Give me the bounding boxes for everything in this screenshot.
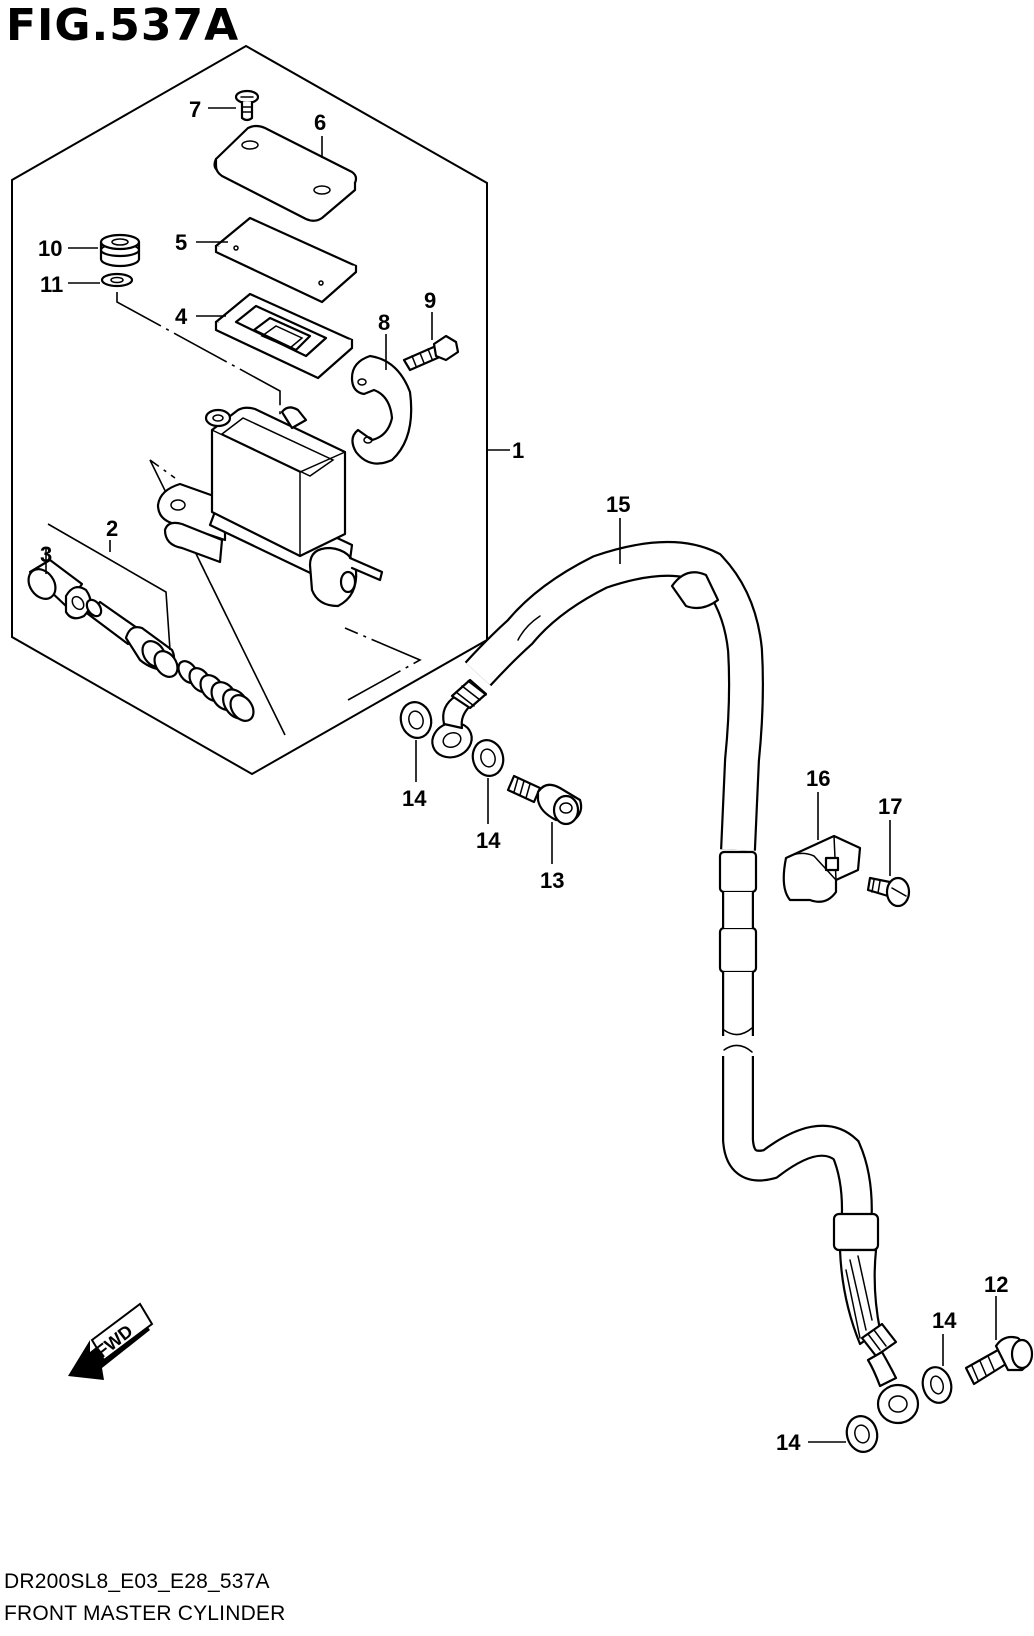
figure-title: FIG.537A [6,0,240,51]
callout-9: 9 [424,288,436,313]
callout-14c: 14 [932,1308,957,1333]
callout-2: 2 [106,516,118,541]
fwd-arrow-icon [68,1302,154,1380]
guide-line [149,459,286,736]
assembly-boundary [11,44,488,776]
callout-11: 11 [40,272,63,297]
callout-15: 15 [606,492,630,517]
part-8-holder [350,354,413,465]
part-12-union-bolt [964,1335,1034,1386]
callout-6: 6 [314,110,326,135]
part-16-clamp [782,834,862,903]
callout-7: 7 [189,97,201,122]
part-10-boot [99,233,141,268]
callout-12: 12 [984,1272,1008,1297]
part-5-plate [214,216,358,304]
leader-line [47,523,171,651]
part-2-piston-set [85,598,255,722]
callout-5: 5 [175,230,187,255]
part-6-reservoir-cap [213,124,358,222]
callout-8: 8 [378,310,390,335]
part-13-union-bolt [506,774,583,826]
part-14-washer-a [399,701,433,739]
callout-4: 4 [175,304,188,329]
callout-16: 16 [806,766,830,791]
part-14-washer-c [921,1366,953,1404]
part-3-boot-piston [27,558,92,620]
guide-line [116,292,281,445]
guide-line [344,627,422,701]
part-7-screw [234,89,260,122]
part-1-master-cylinder [156,406,384,608]
part-4-diaphragm [214,292,354,380]
callout-1: 1 [512,438,524,463]
part-14-washer-d [845,1415,879,1453]
callout-17: 17 [878,794,902,819]
part-14-washer-b [471,739,505,777]
callout-10: 10 [38,236,62,261]
callout-3: 3 [40,542,52,567]
part-11-washer [100,272,134,288]
figure-code: DR200SL8_E03_E28_537A [4,1570,270,1593]
part-15-brake-hose [431,540,920,1425]
part-9-bolt [402,334,460,372]
figure-name: FRONT MASTER CYLINDER [4,1602,286,1625]
callout-13: 13 [540,868,564,893]
callout-14a: 14 [402,786,427,811]
callout-14d: 14 [776,1430,801,1455]
callout-14b: 14 [476,828,501,853]
part-17-screw [866,876,911,908]
